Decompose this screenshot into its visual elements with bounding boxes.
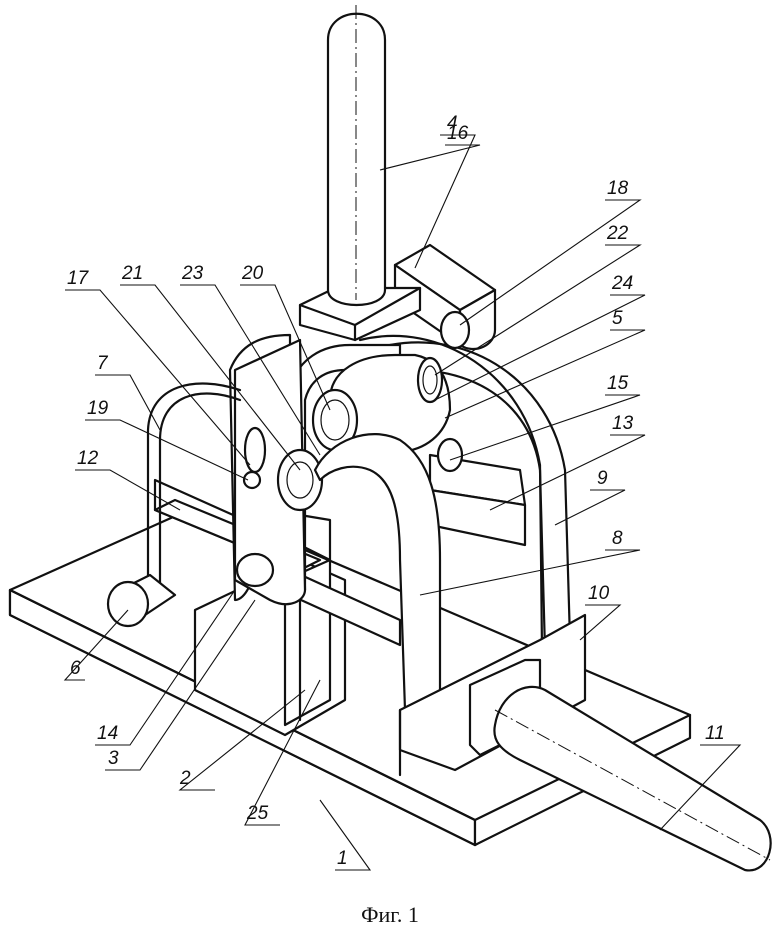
callout-8: 8 [612,528,623,549]
callout-17: 17 [67,268,90,289]
callout-12: 12 [77,448,99,469]
callout-3: 3 [108,748,119,769]
callout-16: 16 [447,123,469,144]
callout-11: 11 [705,723,725,744]
callout-20: 20 [241,263,264,284]
callout-25: 25 [246,803,269,824]
callout-14: 14 [97,723,118,744]
vertical-handle [328,5,385,305]
callout-15: 15 [607,373,629,394]
callout-19: 19 [87,398,109,419]
callout-2: 2 [179,768,191,789]
callout-7: 7 [97,353,109,374]
figure-caption: Фиг. 1 [0,902,780,928]
callout-6: 6 [70,658,81,679]
callout-18: 18 [607,178,629,199]
callout-24: 24 [611,273,633,294]
callout-10: 10 [588,583,610,604]
callout-9: 9 [597,468,608,489]
callout-1: 1 [337,848,348,869]
callout-22: 22 [606,223,629,244]
callout-13: 13 [612,413,634,434]
callout-21: 21 [121,263,143,284]
callout-5: 5 [612,308,623,329]
callout-23: 23 [181,263,204,284]
